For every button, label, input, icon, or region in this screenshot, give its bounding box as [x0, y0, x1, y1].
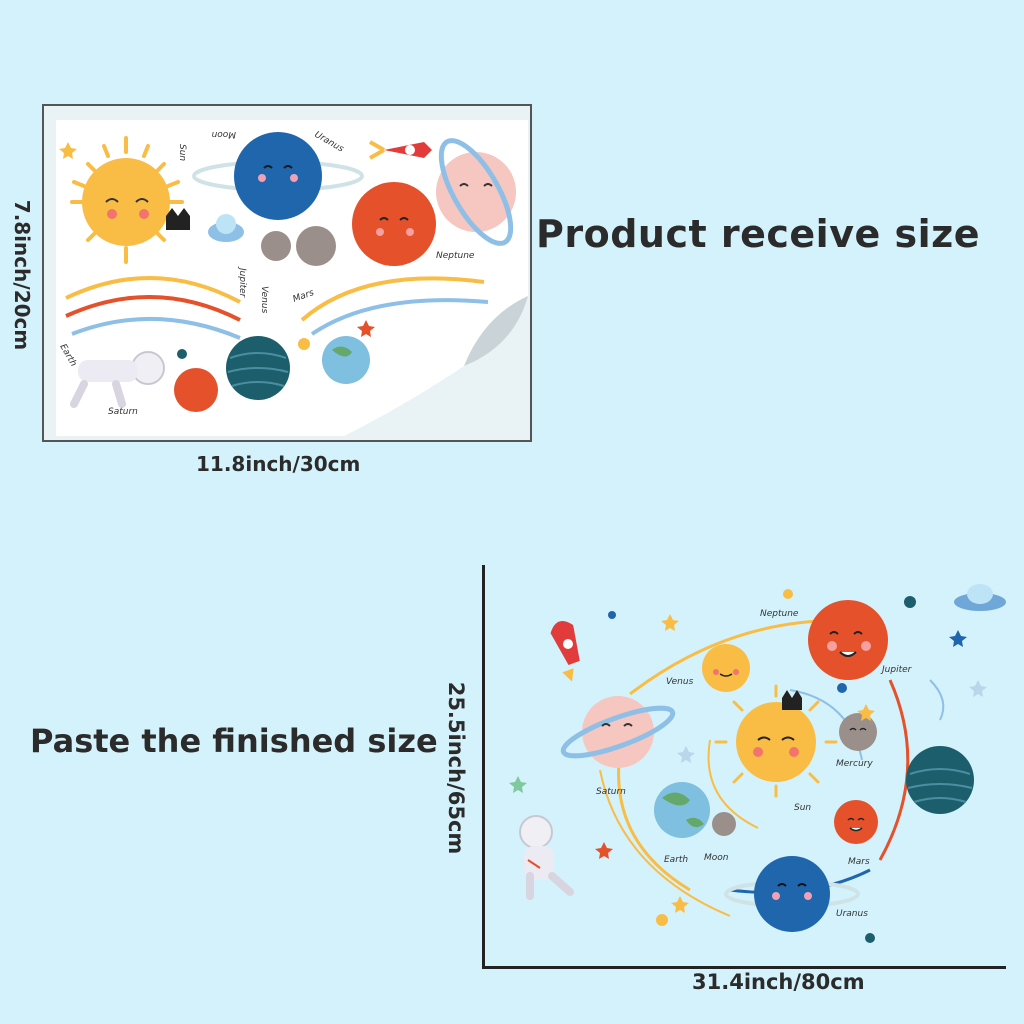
sheet-label-saturn: Saturn — [108, 407, 138, 417]
label-neptune: Neptune — [760, 609, 799, 619]
dot — [904, 596, 916, 608]
sheet-moon-large-icon — [296, 226, 336, 266]
sheet-label-neptune: Neptune — [436, 251, 475, 261]
label-sun: Sun — [794, 803, 811, 813]
moon-planet-icon — [712, 812, 736, 836]
sheet-moon-small-icon — [261, 231, 291, 261]
sheet-width-dimension: 11.8inch/30cm — [196, 452, 361, 476]
sheet-mars-icon — [174, 368, 218, 412]
star-icon — [595, 842, 613, 859]
star-icon — [949, 630, 967, 647]
paste-height-dimension: 25.5inch/65cm — [444, 681, 468, 855]
sheet-dot — [298, 338, 310, 350]
sheet-label-moon: Moon — [211, 129, 236, 139]
star-icon — [661, 614, 679, 631]
earth-planet-icon — [654, 782, 710, 838]
sheet-dot — [177, 349, 187, 359]
sheet-jupiter-icon — [226, 336, 290, 400]
sheet-earth-icon — [322, 336, 370, 384]
sheet-rainbow-right — [300, 276, 489, 336]
width-axis-line — [482, 966, 1006, 969]
sheet-label-jupiter: Jupiter — [237, 266, 247, 299]
sticker-sheet-illustration: Sun Moon Uranus Neptune — [56, 120, 528, 436]
ufo-icon — [954, 584, 1006, 611]
sheet-height-dimension: 7.8inch/20cm — [10, 199, 34, 351]
star-icon — [677, 746, 695, 763]
star-icon — [59, 142, 77, 159]
solar-system-illustration: Neptune Jupiter Venus Sun Mercury — [509, 584, 1006, 943]
sheet-neptune-icon — [352, 182, 436, 266]
uranus-planet-icon — [724, 856, 860, 932]
venus-planet-icon — [702, 644, 750, 692]
label-mars: Mars — [848, 857, 870, 867]
sheet-astronaut-icon — [70, 351, 165, 408]
label-venus: Venus — [666, 677, 694, 687]
rocket-icon — [550, 621, 580, 682]
sheet-curl — [464, 296, 528, 366]
star-icon — [857, 704, 875, 721]
label-moon: Moon — [704, 853, 729, 863]
product-receive-size-heading: Product receive size — [536, 212, 981, 256]
star-icon — [969, 680, 987, 697]
saturn-planet-icon — [560, 696, 676, 768]
sheet-rainbow-left — [65, 276, 241, 340]
paste-finished-size-heading: Paste the finished size — [30, 722, 438, 760]
sheet-uranus-icon — [192, 132, 364, 220]
neptune-planet-icon — [808, 600, 888, 680]
dot — [865, 933, 875, 943]
label-earth: Earth — [664, 855, 688, 865]
star-icon — [357, 320, 375, 337]
mars-planet-icon — [834, 800, 878, 844]
astronaut-icon — [519, 815, 574, 900]
label-uranus: Uranus — [836, 909, 868, 919]
dot — [783, 589, 793, 599]
mercury-planet-icon — [839, 713, 877, 751]
jupiter-planet-icon — [906, 746, 974, 814]
sheet-rocket-icon — [369, 140, 432, 160]
decorations — [509, 589, 987, 943]
label-mercury: Mercury — [836, 759, 873, 769]
sheet-label-sun: Sun — [177, 144, 187, 161]
paste-width-dimension: 31.4inch/80cm — [692, 970, 865, 994]
star-icon — [671, 896, 689, 913]
crown-icon — [782, 690, 802, 710]
sheet-saturn-icon — [436, 138, 516, 246]
sheet-ufo-icon — [208, 214, 244, 242]
dot — [837, 683, 847, 693]
sheet-sun-icon — [70, 136, 190, 264]
label-jupiter: Jupiter — [880, 665, 913, 675]
sun-icon — [714, 684, 838, 798]
sheet-label-venus: Venus — [259, 286, 269, 314]
dot — [656, 914, 668, 926]
star-icon — [509, 776, 527, 793]
sticker-sheet-frame: Sun Moon Uranus Neptune — [42, 104, 532, 442]
height-axis-line — [482, 565, 485, 968]
dot — [608, 611, 616, 619]
label-saturn: Saturn — [596, 787, 626, 797]
